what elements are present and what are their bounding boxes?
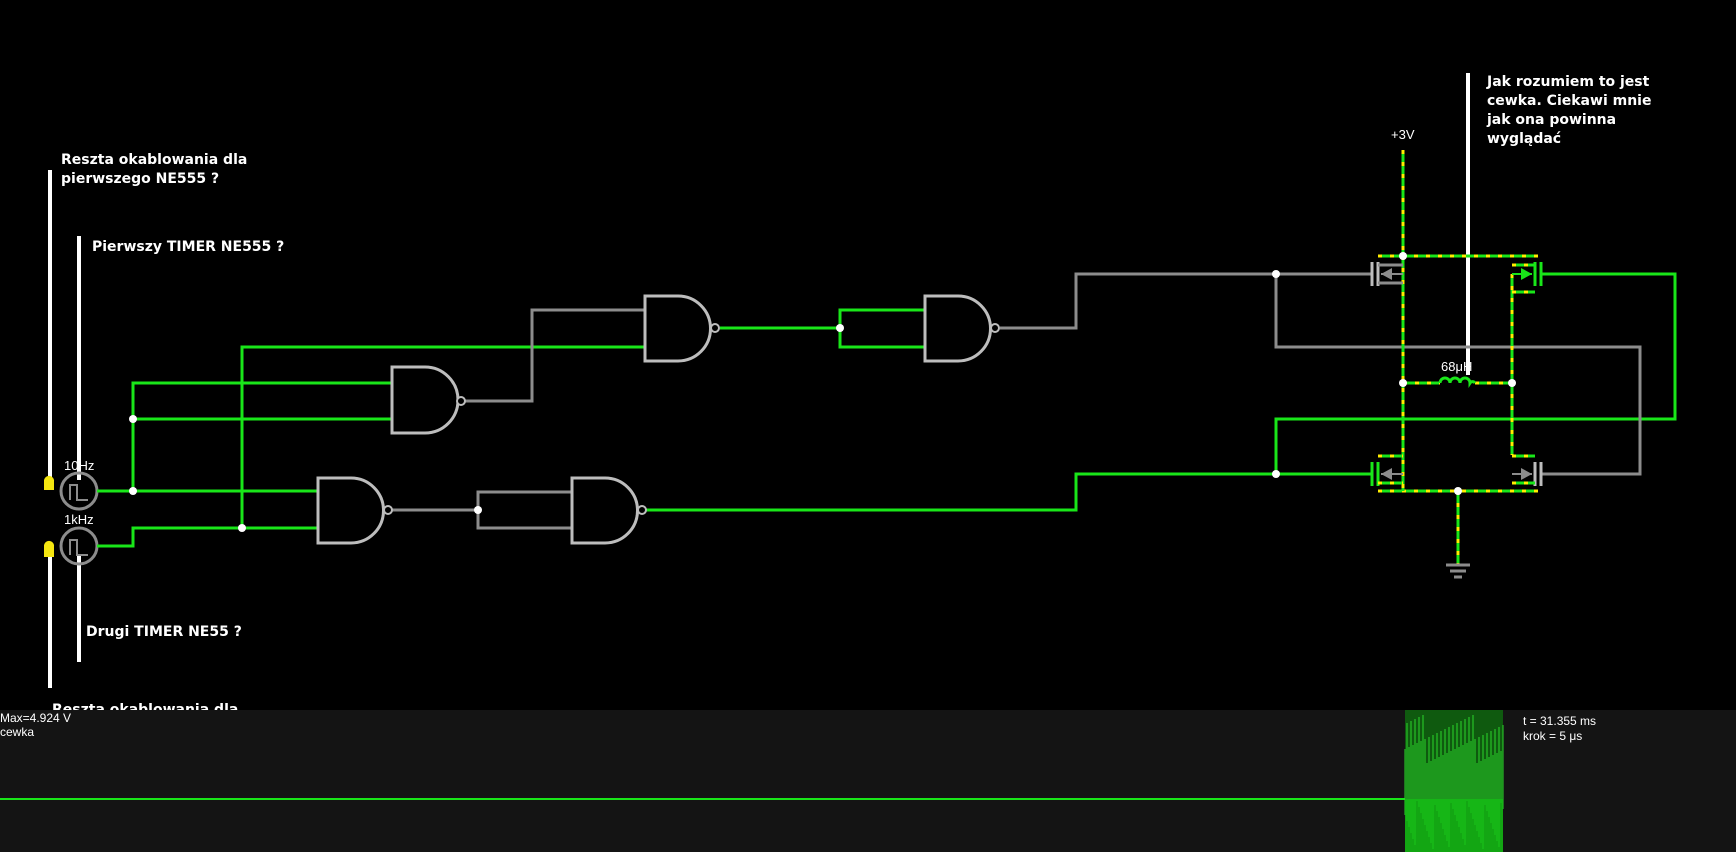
scope-time-label: t = 31.355 ms bbox=[1523, 714, 1597, 728]
mosfet-bottom-left[interactable] bbox=[1370, 454, 1403, 486]
circuit-canvas[interactable] bbox=[0, 0, 1736, 710]
inductor[interactable] bbox=[1438, 376, 1477, 388]
clock1-frequency-label: 10Hz bbox=[64, 458, 95, 473]
logic-output-led-1[interactable] bbox=[44, 475, 55, 490]
logic-output-led-2[interactable] bbox=[44, 540, 55, 557]
scope-step-label: krok = 5 μs bbox=[1523, 729, 1583, 743]
ground-symbol bbox=[1446, 563, 1470, 579]
mosfet-top-left[interactable] bbox=[1370, 262, 1403, 286]
logic-wires-inactive bbox=[392, 272, 1642, 530]
nand-gate-1[interactable] bbox=[390, 365, 466, 435]
supply-voltage-label: +3V bbox=[1391, 127, 1415, 142]
h-bridge[interactable] bbox=[1370, 150, 1543, 579]
mosfet-top-right[interactable] bbox=[1512, 262, 1543, 294]
scope-probe-label: cewka bbox=[0, 725, 35, 739]
nand-gate-5[interactable] bbox=[570, 476, 647, 545]
annotation-note-3[interactable]: Drugi TIMER NE55 ? bbox=[86, 624, 242, 640]
annotation-note-2[interactable]: Pierwszy TIMER NE555 ? bbox=[92, 239, 285, 255]
annotation-note-5[interactable]: Jak rozumiem to jest cewka. Ciekawi mnie… bbox=[1487, 74, 1652, 147]
nand-gate-3[interactable] bbox=[923, 294, 1000, 363]
nand-gate-2[interactable] bbox=[643, 294, 720, 363]
scope-trace-burst bbox=[1404, 710, 1504, 852]
junction-dots bbox=[129, 252, 1516, 532]
scope-panel[interactable] bbox=[0, 710, 1736, 852]
inductor-label: 68μH bbox=[1441, 359, 1473, 374]
mosfet-bottom-right[interactable] bbox=[1512, 454, 1543, 486]
nand-gate-4[interactable] bbox=[316, 476, 393, 545]
clock2-frequency-label: 1kHz bbox=[64, 512, 94, 527]
annotation-note-1[interactable]: Reszta okablowania dla pierwszego NE555 … bbox=[61, 152, 248, 187]
scope-max-label: Max=4.924 V bbox=[0, 711, 72, 725]
logic-wires-active bbox=[97, 272, 1677, 548]
